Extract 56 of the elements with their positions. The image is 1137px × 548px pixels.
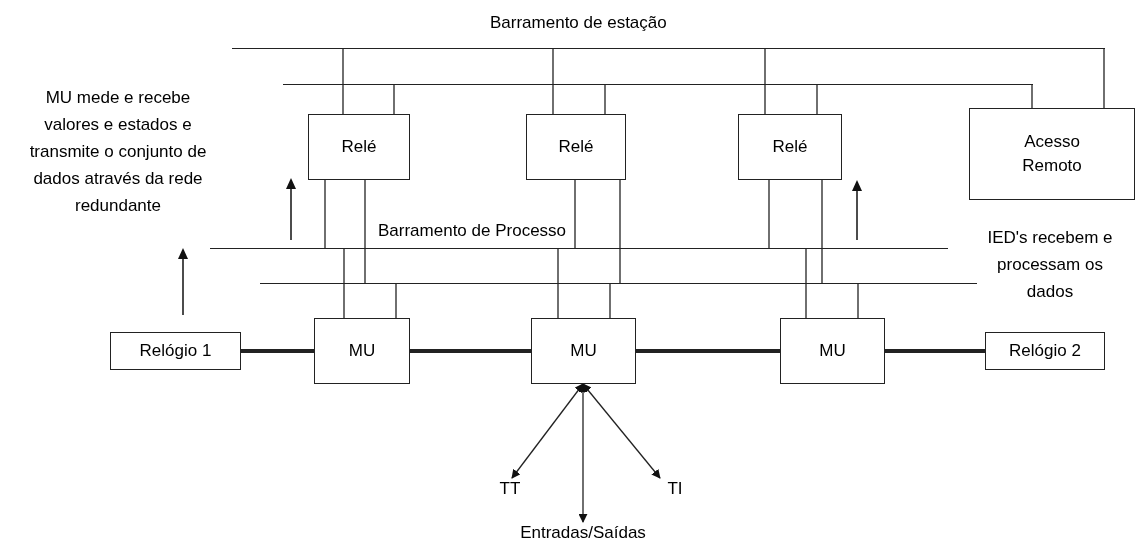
arrow: [578, 383, 588, 523]
connector-line: [805, 247, 807, 319]
box-label: MU: [348, 340, 376, 362]
connector-line: [410, 349, 531, 353]
device-box: [985, 332, 1105, 370]
box-label: MU: [819, 340, 846, 362]
connector-line: [764, 47, 766, 115]
bus-line: [210, 247, 948, 249]
connector-line: [636, 349, 780, 353]
terminal-label: TT: [499, 478, 521, 500]
device-box: [780, 318, 885, 384]
device-box: [969, 108, 1135, 200]
connector-line: [241, 349, 314, 353]
box-label: Relé: [772, 136, 808, 158]
connector-line: [857, 282, 859, 319]
connector-line: [1031, 83, 1033, 109]
terminal-label: Entradas/Saídas: [520, 522, 646, 544]
connector-line: [885, 349, 985, 353]
arrow: [511, 383, 584, 479]
bus-line: [232, 47, 1105, 49]
device-box: [308, 114, 410, 180]
connector-line: [552, 47, 554, 115]
annotation-note: MU mede e recebe valores e estados e transmite o conjunto de dados através da rede redundante: [28, 87, 208, 217]
box-label: Acesso Remoto: [1021, 131, 1083, 177]
terminal-label: TI: [667, 478, 683, 500]
device-box: [314, 318, 410, 384]
box-label: Relógio 1: [139, 340, 212, 362]
bus-line: [260, 282, 977, 284]
connector-line: [1103, 47, 1105, 109]
bus-line: [283, 83, 1033, 85]
connector-line: [324, 179, 326, 249]
box-label: Relé: [558, 136, 594, 158]
connector-line: [364, 179, 366, 284]
device-box: [526, 114, 626, 180]
connector-line: [393, 83, 395, 115]
box-label: MU: [570, 340, 597, 362]
connector-line: [768, 179, 770, 249]
box-label: Relé: [341, 136, 377, 158]
connector-line: [619, 179, 621, 284]
connector-line: [342, 47, 344, 115]
connector-line: [395, 282, 397, 319]
connector-line: [343, 247, 345, 319]
box-label: Relógio 2: [1009, 340, 1081, 362]
arrow: [582, 383, 661, 479]
connector-line: [557, 247, 559, 319]
annotation-note: IED's recebem e processam os dados: [986, 227, 1114, 303]
device-box: [110, 332, 241, 370]
device-box: [738, 114, 842, 180]
bus-title: Barramento de Processo: [378, 220, 567, 242]
device-box: [531, 318, 636, 384]
connector-line: [604, 83, 606, 115]
connector-line: [821, 179, 823, 284]
bus-title: Barramento de estação: [490, 12, 667, 34]
connector-line: [574, 179, 576, 249]
connector-line: [816, 83, 818, 115]
connector-line: [609, 282, 611, 319]
